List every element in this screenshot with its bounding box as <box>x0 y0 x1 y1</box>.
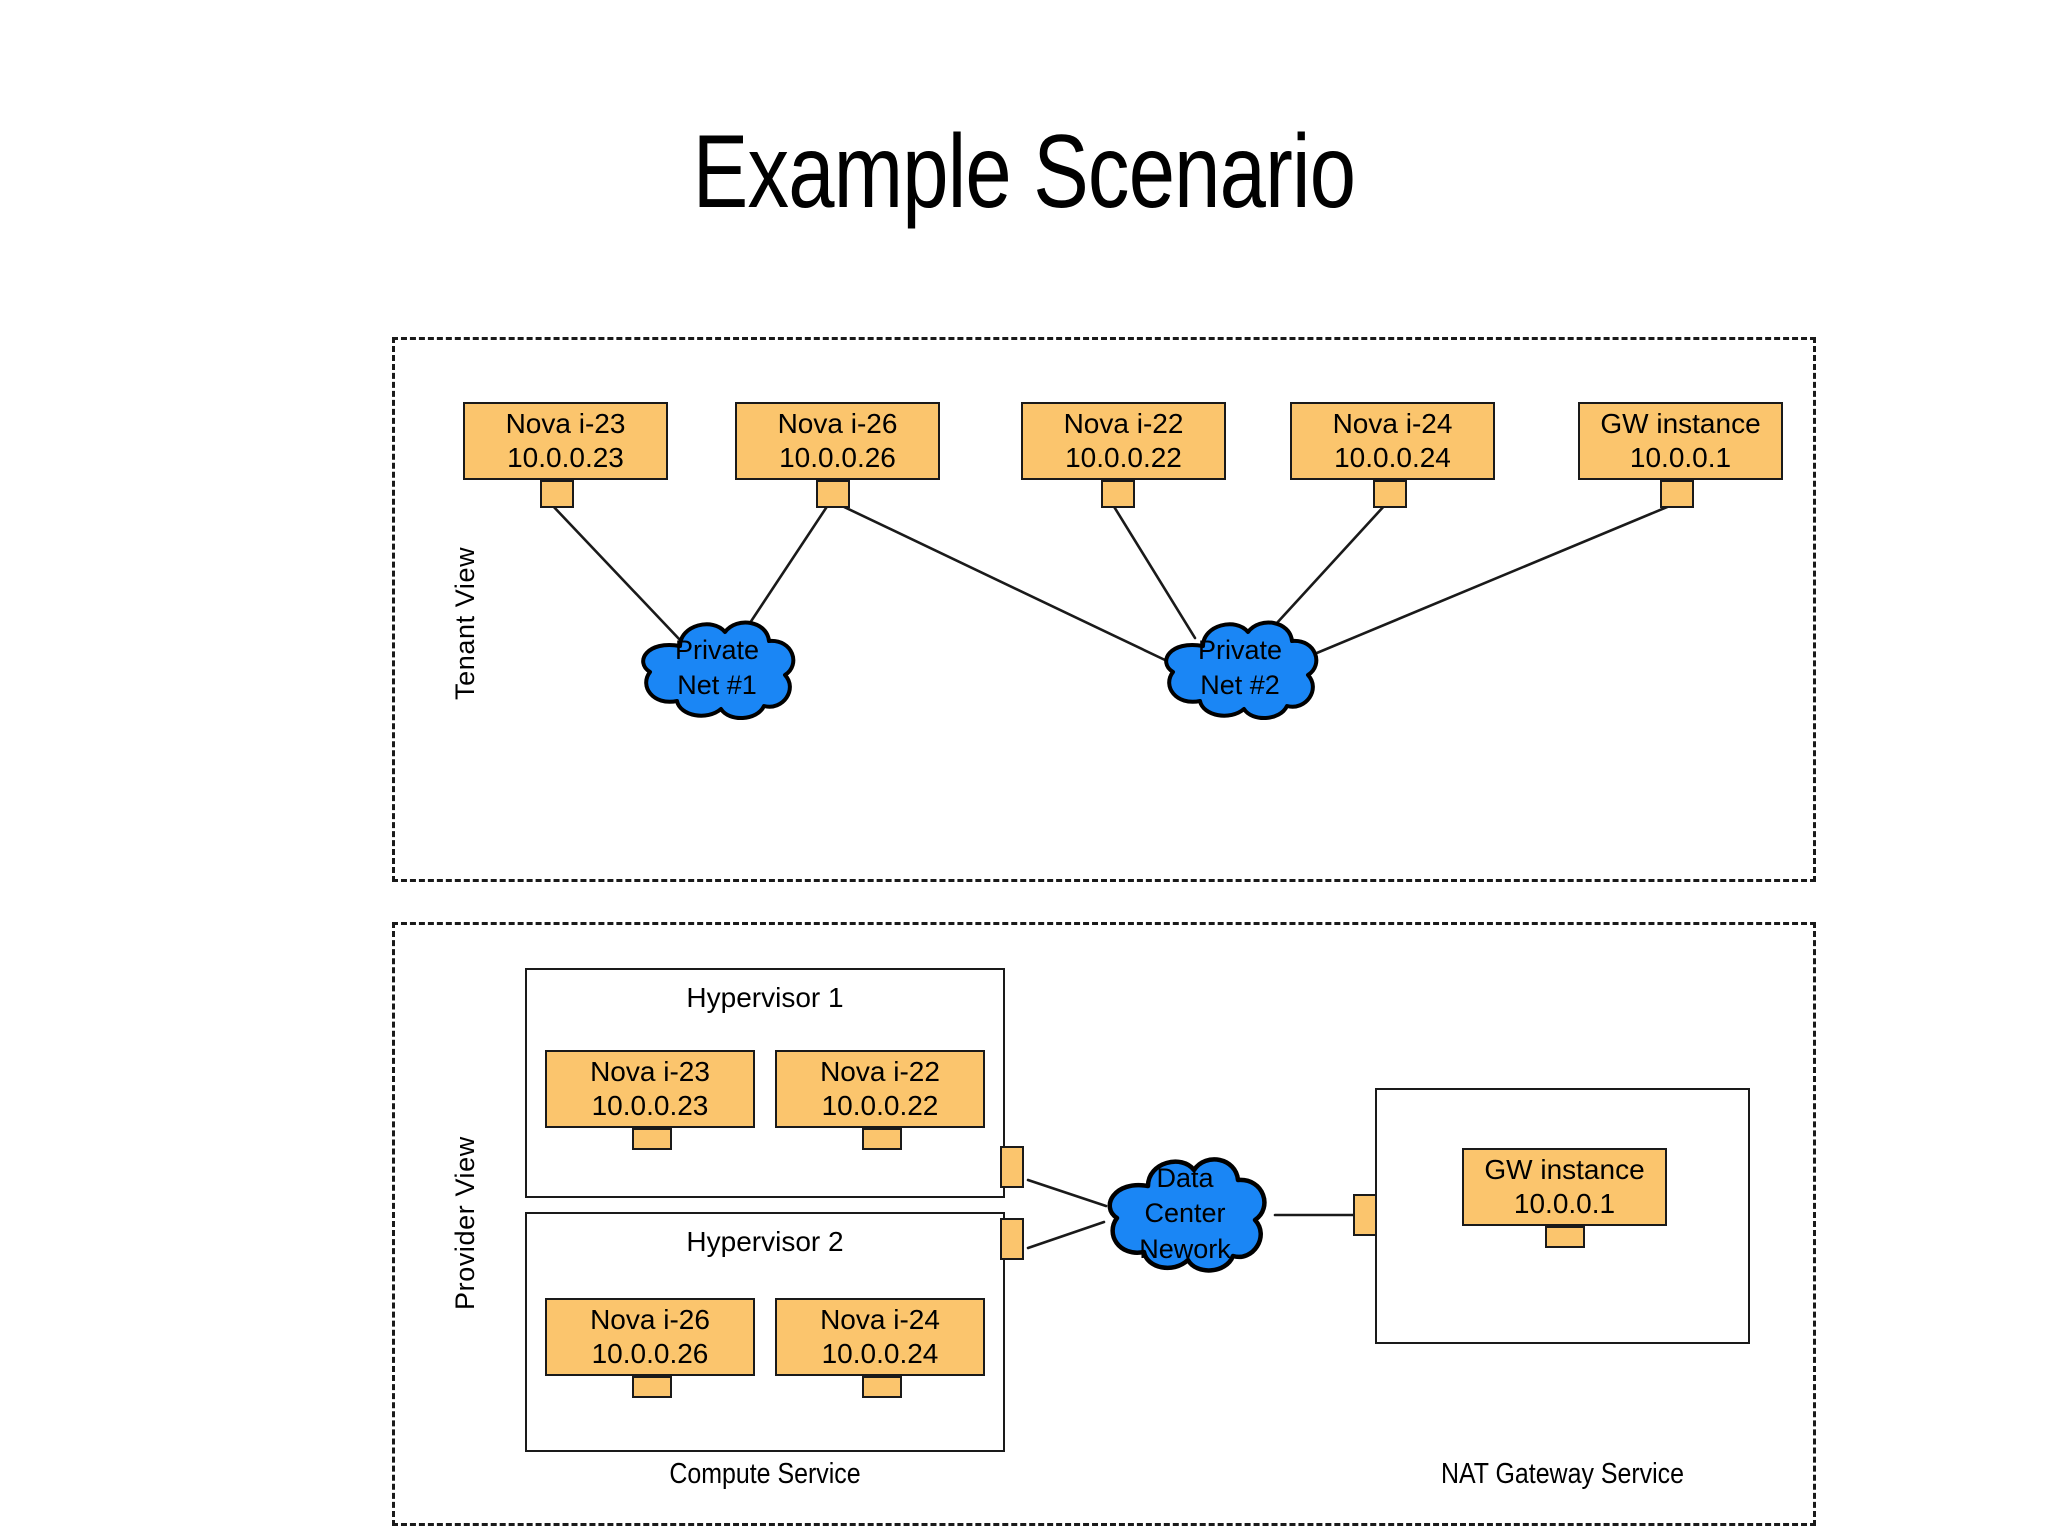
node-name: Nova i-23 <box>590 1055 710 1087</box>
node-ip: 10.0.0.22 <box>1065 442 1182 473</box>
node-ip: 10.0.0.24 <box>1334 442 1451 473</box>
tenant-node-nova-i22[interactable]: Nova i-22 10.0.0.22 <box>1021 402 1226 480</box>
nat-gateway-service-caption: NAT Gateway Service <box>1440 1458 1685 1490</box>
cloud-private-net-1[interactable]: Private Net #1 <box>617 613 817 723</box>
node-ip: 10.0.0.26 <box>779 442 896 473</box>
provider-node-gw-instance[interactable]: GW instance 10.0.0.1 <box>1462 1148 1667 1226</box>
page-title: Example Scenario <box>692 114 1356 230</box>
node-ip: 10.0.0.1 <box>1513 1188 1616 1219</box>
provider-view-label: Provider View <box>450 1136 480 1310</box>
provider-node-nova-i26[interactable]: Nova i-26 10.0.0.26 <box>545 1298 755 1376</box>
tenant-node-nova-i26[interactable]: Nova i-26 10.0.0.26 <box>735 402 940 480</box>
provider-node-nova-i22[interactable]: Nova i-22 10.0.0.22 <box>775 1050 985 1128</box>
tenant-node-nova-i23[interactable]: Nova i-23 10.0.0.23 <box>463 402 668 480</box>
node-ip: 10.0.0.24 <box>821 1338 939 1369</box>
cloud-private-net-2[interactable]: Private Net #2 <box>1140 613 1340 723</box>
tenant-node-nova-i22-port-tab[interactable] <box>1101 480 1135 508</box>
provider-node-nova-i23-port-tab[interactable] <box>632 1128 672 1150</box>
node-ip: 10.0.0.22 <box>821 1090 939 1121</box>
tenant-view-container <box>392 337 1816 882</box>
tenant-node-nova-i26-port-tab[interactable] <box>816 480 850 508</box>
tenant-view-label: Tenant View <box>450 546 480 700</box>
node-name: Nova i-23 <box>505 407 626 439</box>
tenant-node-nova-i24[interactable]: Nova i-24 10.0.0.24 <box>1290 402 1495 480</box>
node-ip: 10.0.0.23 <box>507 442 624 473</box>
node-name: Nova i-26 <box>590 1303 710 1335</box>
hypervisor-2-title: Hypervisor 2 <box>686 1226 844 1257</box>
node-ip: 10.0.0.26 <box>591 1338 709 1369</box>
hypervisor-1-title: Hypervisor 1 <box>686 982 844 1013</box>
node-name: Nova i-24 <box>1332 407 1453 439</box>
node-name: Nova i-22 <box>820 1055 940 1087</box>
node-name: GW instance <box>1600 407 1761 439</box>
node-name: GW instance <box>1484 1153 1645 1185</box>
provider-view-container <box>392 922 1816 1526</box>
compute-service-caption: Compute Service <box>669 1458 861 1490</box>
provider-node-nova-i23[interactable]: Nova i-23 10.0.0.23 <box>545 1050 755 1128</box>
provider-node-nova-i22-port-tab[interactable] <box>862 1128 902 1150</box>
tenant-node-gw-instance[interactable]: GW instance 10.0.0.1 <box>1578 402 1783 480</box>
node-ip: 10.0.0.23 <box>591 1090 709 1121</box>
node-name: Nova i-22 <box>1063 407 1184 439</box>
cloud-data-center-network[interactable]: Data Center Nework <box>1090 1148 1280 1280</box>
provider-node-nova-i24-port-tab[interactable] <box>862 1376 902 1398</box>
node-name: Nova i-26 <box>777 407 898 439</box>
provider-node-nova-i26-port-tab[interactable] <box>632 1376 672 1398</box>
node-ip: 10.0.0.1 <box>1629 442 1732 473</box>
hypervisor-2-uplink-tab[interactable] <box>1000 1218 1024 1260</box>
nat-gateway-service-uplink-tab[interactable] <box>1353 1194 1377 1236</box>
provider-node-nova-i24[interactable]: Nova i-24 10.0.0.24 <box>775 1298 985 1376</box>
provider-node-gw-instance-port-tab[interactable] <box>1545 1226 1585 1248</box>
tenant-node-gw-instance-port-tab[interactable] <box>1660 480 1694 508</box>
tenant-node-nova-i23-port-tab[interactable] <box>540 480 574 508</box>
hypervisor-1-uplink-tab[interactable] <box>1000 1146 1024 1188</box>
tenant-node-nova-i24-port-tab[interactable] <box>1373 480 1407 508</box>
node-name: Nova i-24 <box>820 1303 940 1335</box>
